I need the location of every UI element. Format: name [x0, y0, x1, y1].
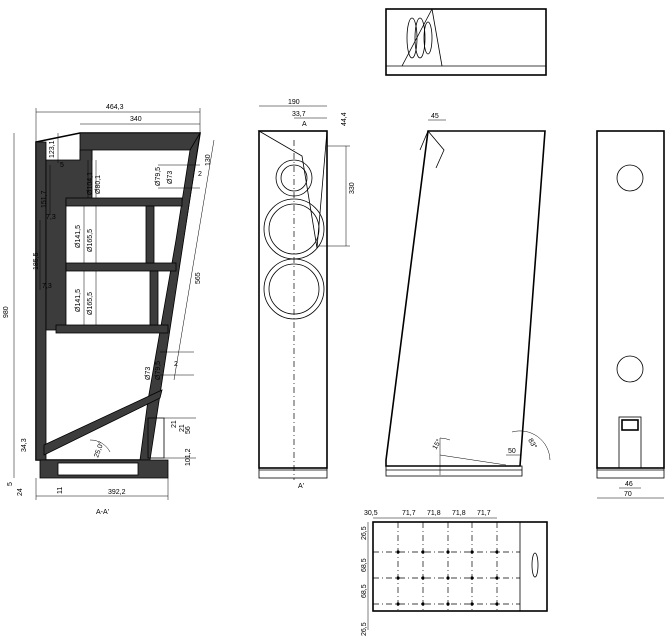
section-caption: A-A' [96, 509, 109, 516]
dim-overall-width: 464,3 [106, 104, 124, 111]
dim-101-2: 101,2 [185, 448, 192, 466]
side-dim-foot: 50 [508, 448, 516, 455]
front-dim-height: 330 [349, 182, 356, 194]
section-shelf-1 [65, 197, 183, 207]
base-top-dim-4: 71,7 [477, 510, 491, 517]
base-side-dim-3: 26,5 [361, 622, 368, 636]
section-view: 464,3 340 980 123,1 151,7 7,3 185,5 7,3 … [3, 104, 215, 516]
section-shelf-3 [55, 324, 169, 334]
front-label-a-prime: A' [298, 483, 304, 490]
base-top-dim-1: 71,7 [402, 510, 416, 517]
side-top-detail [427, 130, 445, 169]
base-plan-view: 30,5 71,7 71,8 71,8 71,7 26,5 68,5 68,5 … [361, 510, 548, 636]
section-top-wall [79, 132, 201, 161]
dia-79-5-b: Ø79,5 [155, 361, 162, 380]
base-side-dim-1: 68,5 [361, 558, 368, 572]
dim-7-3-a: 7,3 [46, 214, 56, 221]
rear-view: 46 70 [596, 130, 665, 499]
front-dim-width: 190 [288, 99, 300, 106]
base-plan-holes [396, 550, 499, 606]
rear-port-slot-top [621, 419, 639, 431]
dim-185-5: 185,5 [33, 252, 40, 270]
dia-79-5-a: Ø79,5 [155, 167, 162, 186]
dim-height: 980 [3, 306, 10, 318]
base-top-dim-0: 30,5 [364, 510, 378, 517]
dim-11: 11 [57, 487, 64, 494]
side-angle-front: 15° [431, 438, 443, 451]
side-angle-back: 83° [526, 437, 538, 450]
side-dim-top: 45 [431, 113, 439, 120]
dim-7-3-b: 7,3 [42, 283, 52, 290]
front-label-a: A [302, 121, 307, 128]
section-shelf-2 [65, 262, 177, 272]
dim-21-b: 21 [179, 424, 186, 432]
dim-130: 130 [205, 154, 212, 166]
rear-dim-inner: 46 [625, 481, 633, 488]
rear-outline [596, 130, 665, 469]
front-base [258, 467, 328, 479]
dim-base-width: 392,2 [108, 489, 126, 496]
dia-73-b: Ø73 [145, 367, 152, 380]
front-tweeter-inner [280, 164, 308, 192]
base-plan-outline [372, 521, 548, 612]
angle-25: 25,0° [92, 440, 105, 458]
top-view-driver-1 [406, 17, 418, 59]
rear-dim-outer: 70 [624, 491, 632, 498]
dia-165-5-a: Ø165,5 [87, 229, 94, 252]
top-view-driver-3 [423, 21, 433, 55]
section-diagonal-panel [43, 389, 163, 456]
dim-151-7: 151,7 [41, 190, 48, 208]
top-view [385, 8, 547, 76]
section-chamber-wall-1 [145, 205, 155, 264]
dim-2-a: 2 [198, 171, 202, 178]
dim-5-small: 5 [7, 482, 14, 486]
base-top-dim-3: 71,8 [452, 510, 466, 517]
dim-5: 5 [60, 162, 64, 169]
section-baffle [45, 149, 93, 331]
dia-104-1: Ø104,1 [87, 172, 94, 195]
base-side-dim-2: 68,5 [361, 584, 368, 598]
rear-port-bottom [616, 355, 644, 383]
side-outline [385, 130, 546, 467]
dim-2-b: 2 [174, 361, 178, 368]
rear-port-top [616, 164, 644, 192]
dia-141-5-a: Ø141,5 [75, 225, 82, 248]
rear-base [596, 467, 665, 479]
base-top-dim-2: 71,8 [427, 510, 441, 517]
dim-21-a: 21 [171, 420, 178, 428]
dim-34-3: 34,3 [21, 438, 28, 452]
side-base [385, 465, 523, 477]
section-front-wall [35, 141, 47, 461]
front-view: 190 33,7 44,4 330 A A' [257, 99, 356, 490]
section-port [147, 417, 165, 459]
front-dim-offset: 33,7 [292, 111, 306, 118]
top-view-driver-2 [414, 17, 426, 59]
dia-165-5-b: Ø165,5 [87, 292, 94, 315]
dim-top-width: 340 [130, 116, 142, 123]
side-view: 45 50 15° 83° [385, 113, 551, 477]
front-dim-depth: 44,4 [341, 112, 348, 126]
base-side-dim-0: 26,5 [361, 526, 368, 540]
dia-73-a: Ø73 [167, 171, 174, 184]
dia-141-5-b: Ø141,5 [75, 289, 82, 312]
section-chamber-wall-2 [149, 270, 159, 326]
dim-56: 56 [185, 426, 192, 434]
top-view-outline [385, 8, 547, 76]
base-plan-port [531, 552, 539, 578]
dim-565: 565 [195, 272, 202, 284]
rear-port-slot [618, 416, 642, 469]
dim-24: 24 [17, 488, 24, 496]
dim-123-1: 123,1 [49, 140, 56, 158]
dia-80-1: Ø80,1 [95, 175, 102, 194]
section-base-cavity [57, 462, 139, 476]
